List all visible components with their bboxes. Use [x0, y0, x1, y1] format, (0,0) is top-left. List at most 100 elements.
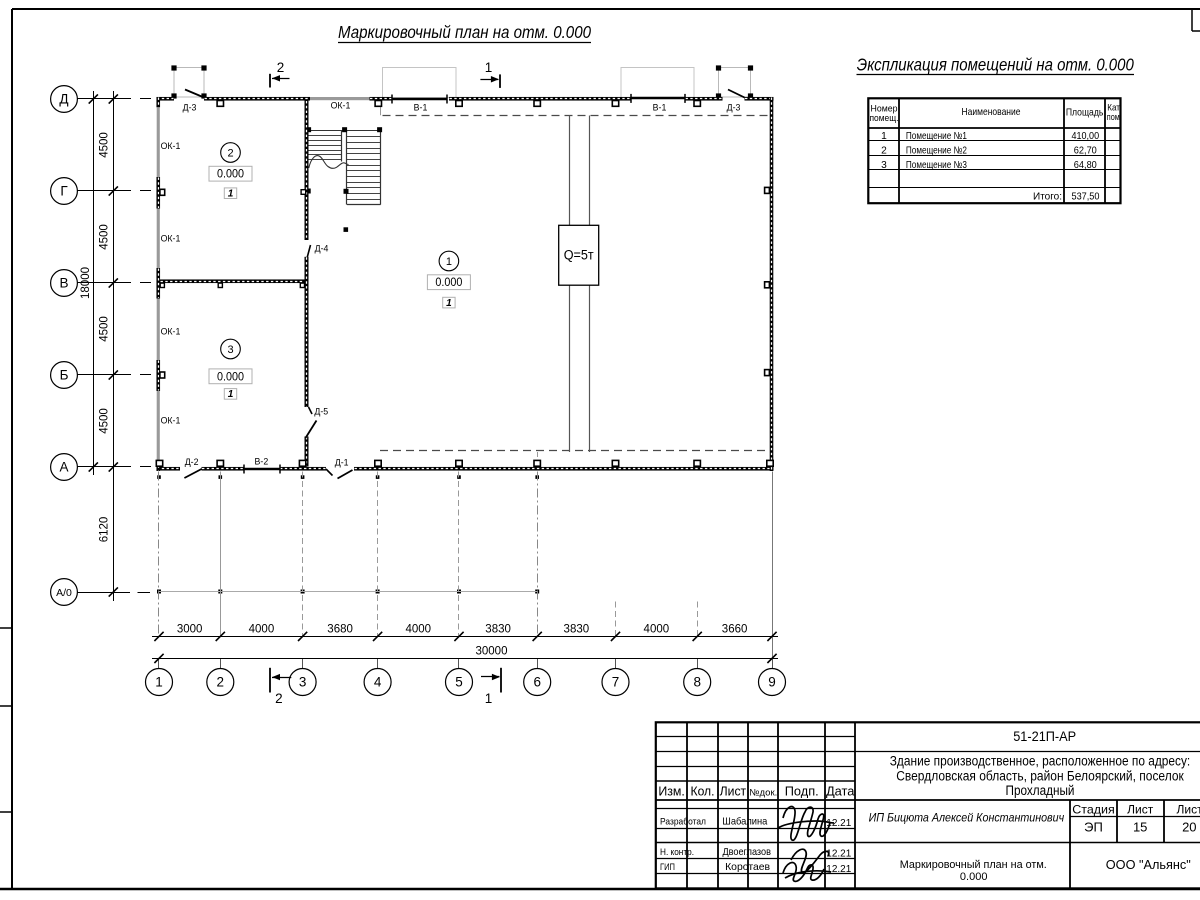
- svg-text:Наименование: Наименование: [962, 106, 1021, 118]
- svg-text:Стадия: Стадия: [1072, 802, 1115, 816]
- svg-text:0.000: 0.000: [217, 371, 244, 383]
- svg-text:1: 1: [228, 389, 234, 400]
- svg-text:А: А: [59, 460, 68, 475]
- svg-text:Д-4: Д-4: [315, 243, 329, 253]
- svg-text:1: 1: [446, 256, 452, 268]
- svg-text:6: 6: [533, 675, 541, 690]
- svg-text:51-21П-АР: 51-21П-АР: [1013, 728, 1076, 744]
- svg-text:5: 5: [455, 675, 463, 690]
- svg-text:2: 2: [227, 147, 233, 159]
- svg-text:Прохладный: Прохладный: [1006, 783, 1075, 798]
- svg-text:пом.: пом.: [1107, 112, 1122, 123]
- svg-text:0.000: 0.000: [217, 169, 244, 181]
- svg-text:Помещение №2: Помещение №2: [906, 145, 967, 156]
- svg-text:410,00: 410,00: [1072, 131, 1100, 142]
- svg-text:ЭП: ЭП: [1084, 820, 1103, 835]
- svg-text:4000: 4000: [406, 624, 432, 636]
- svg-text:Дата: Дата: [826, 783, 855, 798]
- svg-text:15: 15: [1133, 820, 1147, 835]
- svg-text:Д-1: Д-1: [335, 457, 349, 467]
- svg-text:1: 1: [485, 60, 493, 75]
- svg-text:В-1: В-1: [653, 102, 667, 112]
- svg-text:Двоеглазов: Двоеглазов: [722, 846, 771, 858]
- svg-text:Маркировочный план на отм.: Маркировочный план на отм.: [900, 859, 1047, 871]
- svg-text:ОК-1: ОК-1: [331, 100, 351, 110]
- svg-text:4500: 4500: [98, 408, 110, 434]
- svg-text:4000: 4000: [249, 624, 275, 636]
- svg-text:3: 3: [881, 160, 887, 171]
- svg-text:3000: 3000: [177, 624, 203, 636]
- svg-text:№док.: №док.: [749, 787, 777, 798]
- svg-text:В-1: В-1: [414, 102, 428, 112]
- svg-text:Подп.: Подп.: [785, 783, 819, 798]
- svg-text:Свердловская область, район Бе: Свердловская область, район Белоярский, …: [896, 769, 1184, 784]
- svg-text:0.000: 0.000: [960, 871, 988, 883]
- svg-text:9: 9: [768, 675, 776, 690]
- svg-text:Б: Б: [60, 368, 69, 383]
- svg-text:1: 1: [881, 131, 887, 142]
- svg-text:Изм.: Изм.: [658, 783, 685, 798]
- svg-text:Лист: Лист: [1127, 802, 1154, 816]
- svg-text:2: 2: [881, 145, 887, 156]
- svg-text:2: 2: [217, 675, 225, 690]
- svg-text:4000: 4000: [644, 624, 670, 636]
- svg-text:3680: 3680: [327, 624, 353, 636]
- svg-text:64,80: 64,80: [1074, 160, 1097, 171]
- svg-text:62,70: 62,70: [1074, 145, 1097, 156]
- svg-text:1: 1: [485, 691, 493, 706]
- svg-text:12.21: 12.21: [826, 864, 851, 875]
- svg-text:7: 7: [612, 675, 620, 690]
- svg-text:2: 2: [277, 60, 285, 75]
- svg-text:2: 2: [275, 691, 283, 706]
- svg-text:Д-3: Д-3: [727, 103, 741, 113]
- svg-text:А/0: А/0: [56, 587, 72, 599]
- svg-text:Кат.: Кат.: [1107, 103, 1121, 114]
- svg-text:3: 3: [227, 344, 233, 356]
- svg-text:3830: 3830: [564, 624, 590, 636]
- svg-text:ГИП: ГИП: [660, 862, 675, 873]
- svg-text:Экспликация помещений на отм.: Экспликация помещений на отм. 0.000: [857, 54, 1134, 74]
- svg-text:8: 8: [693, 675, 701, 690]
- svg-text:Кол.: Кол.: [691, 783, 715, 798]
- svg-text:Д-3: Д-3: [183, 103, 197, 113]
- svg-text:Листов: Листов: [1177, 802, 1200, 816]
- svg-text:ОК-1: ОК-1: [161, 141, 181, 151]
- svg-text:Разработал: Разработал: [660, 817, 706, 828]
- svg-text:3660: 3660: [722, 624, 748, 636]
- svg-text:12.21: 12.21: [826, 818, 851, 829]
- svg-text:Коротаев: Коротаев: [725, 861, 770, 873]
- svg-text:Г: Г: [60, 184, 68, 199]
- svg-text:Помещение №1: Помещение №1: [906, 131, 967, 142]
- svg-text:Д: Д: [59, 92, 68, 107]
- svg-text:537,50: 537,50: [1072, 192, 1100, 203]
- svg-text:20: 20: [1182, 820, 1196, 835]
- svg-text:Помещение №3: Помещение №3: [906, 160, 967, 171]
- svg-text:Д-5: Д-5: [314, 407, 328, 417]
- svg-text:ОК-1: ОК-1: [161, 326, 181, 336]
- svg-text:ООО "Альянс": ООО "Альянс": [1106, 857, 1191, 872]
- svg-text:Лист: Лист: [720, 783, 747, 798]
- svg-text:30000: 30000: [476, 645, 508, 657]
- svg-text:ИП Бицюта Алексей Константинов: ИП Бицюта Алексей Константинович: [869, 812, 1065, 825]
- svg-text:1: 1: [446, 298, 452, 309]
- svg-text:0.000: 0.000: [435, 277, 462, 289]
- svg-text:Н. контр.: Н. контр.: [660, 847, 694, 858]
- svg-text:6120: 6120: [98, 517, 110, 543]
- svg-text:Площадь: Площадь: [1066, 107, 1104, 119]
- svg-text:1: 1: [228, 189, 234, 200]
- svg-text:3: 3: [299, 675, 307, 690]
- svg-text:4500: 4500: [98, 224, 110, 250]
- svg-text:4500: 4500: [98, 132, 110, 158]
- svg-text:4: 4: [374, 675, 382, 690]
- svg-text:3830: 3830: [485, 624, 511, 636]
- svg-text:Номер: Номер: [871, 104, 898, 115]
- svg-text:Q=5т: Q=5т: [564, 248, 594, 263]
- svg-text:В-2: В-2: [255, 457, 269, 467]
- svg-text:Итого:: Итого:: [1033, 192, 1062, 203]
- svg-text:помещ.: помещ.: [870, 113, 899, 124]
- svg-text:Д-2: Д-2: [185, 457, 199, 467]
- svg-text:ОК-1: ОК-1: [161, 415, 181, 425]
- svg-text:ОК-1: ОК-1: [161, 233, 181, 243]
- svg-text:1: 1: [155, 675, 163, 690]
- svg-text:4500: 4500: [98, 316, 110, 342]
